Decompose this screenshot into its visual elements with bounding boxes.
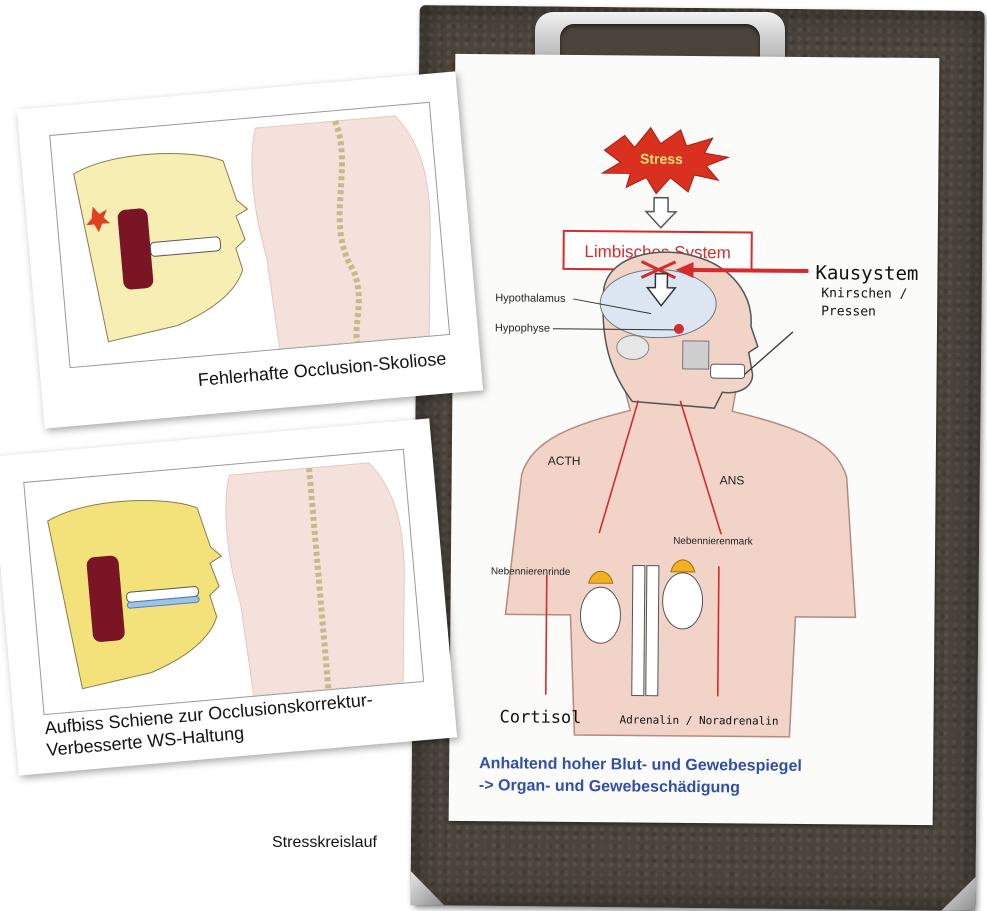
- nebennierenmark-label: Nebennierenmark: [673, 536, 754, 548]
- acth-label: ACTH: [548, 454, 581, 468]
- aorta: [632, 565, 645, 695]
- hypothalamus-label: Hypothalamus: [495, 292, 566, 305]
- occlusion-skoliose-card: Fehlerhafte Occlusion-Skoliose: [17, 71, 483, 428]
- adrenalin-line: [718, 566, 719, 696]
- pressen-label: Pressen: [821, 304, 876, 319]
- vena-cava: [646, 566, 659, 696]
- jaw-bone: [683, 341, 709, 369]
- pituitary: [674, 324, 684, 334]
- kidney-right: [662, 573, 702, 629]
- clipboard-corner-bottom-right: [941, 877, 975, 911]
- aufbiss-schiene-illustration: [23, 449, 424, 715]
- cortisol-line: [546, 575, 547, 695]
- ans-label: ANS: [720, 473, 745, 487]
- jaw-teeth: [711, 364, 745, 378]
- figure-caption: Stresskreislauf: [272, 834, 377, 852]
- arrow-stress-to-limbic: [646, 198, 676, 228]
- back-silhouette-straight: [222, 461, 415, 697]
- clipboard-corner-bottom-left: [410, 871, 444, 905]
- cerebellum: [617, 335, 649, 359]
- body-torso: [504, 379, 857, 737]
- hypophyse-label: Hypophyse: [495, 322, 550, 334]
- card1-caption: Fehlerhafte Occlusion-Skoliose: [197, 348, 447, 391]
- conclusion-line-2: -> Organ- und Gewebeschädigung: [479, 777, 740, 796]
- adrenalin-label: Adrenalin / Noradrenalin: [619, 713, 778, 727]
- aufbiss-schiene-card: Aufbiss Schiene zur Occlusionskorrektur-…: [0, 418, 457, 775]
- stress-label: Stress: [640, 151, 683, 167]
- stress-diagram: Stress Limbisches System Kausystem Knirs…: [449, 54, 940, 825]
- knirschen-label: Knirschen /: [821, 286, 907, 302]
- occlusion-skoliose-illustration: [49, 102, 450, 368]
- stress-diagram-paper: Stress Limbisches System Kausystem Knirs…: [449, 54, 940, 825]
- kausystem-arrow-shaft: [685, 270, 808, 271]
- nebennierenrinde-label: Nebennierenrinde: [491, 566, 571, 578]
- kidney-left: [580, 587, 620, 643]
- conclusion-line-1: Anhaltend hoher Blut- und Gewebespiegel: [479, 755, 802, 775]
- cortisol-label: Cortisol: [499, 707, 581, 728]
- kausystem-label: Kausystem: [815, 262, 918, 285]
